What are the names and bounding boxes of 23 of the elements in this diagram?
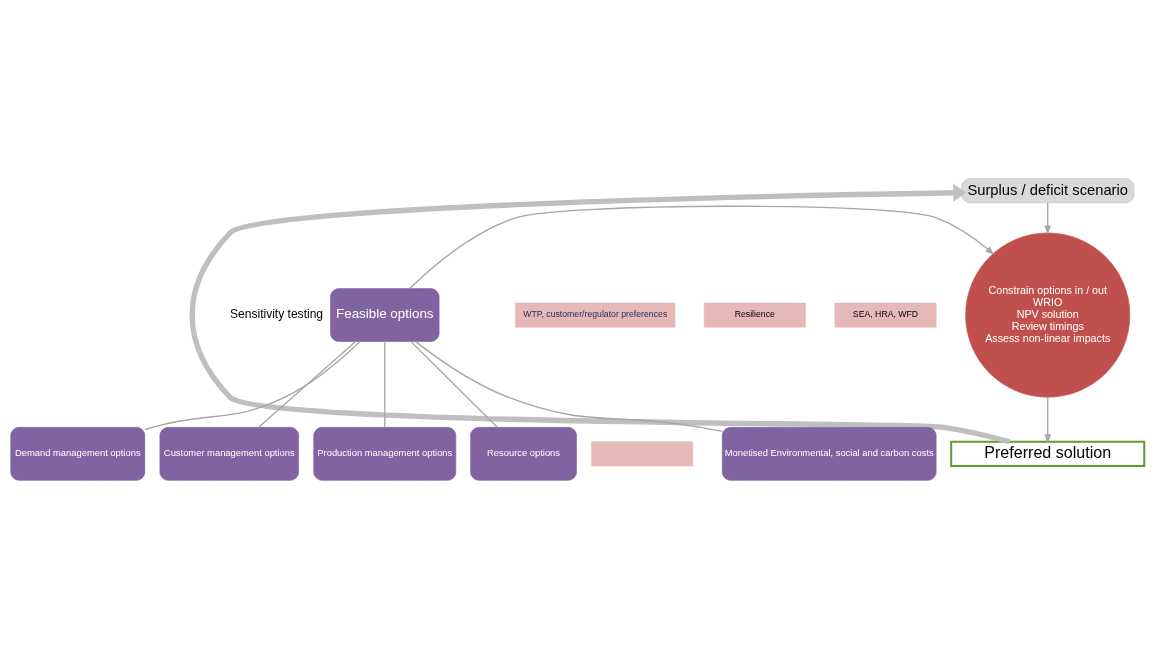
node-box: Monetised Environmental, social and carbon costs <box>721 427 937 481</box>
node-box: Demand management options <box>10 427 146 481</box>
arrow <box>1044 202 1051 235</box>
arrow <box>189 183 1011 445</box>
connector <box>144 341 361 431</box>
node-box: Preferred solution <box>950 440 1146 467</box>
connector <box>384 340 386 428</box>
node-circle: Constrain options in / out WRIO NPV solution Review timings Assess non-linear impacts <box>965 232 1131 398</box>
connector <box>415 340 723 433</box>
node-box: Production management options <box>313 427 457 481</box>
connector <box>410 340 498 428</box>
node-box: Resilience <box>703 302 806 328</box>
node-box: Surplus / deficit scenario <box>961 178 1135 204</box>
node-box: SEA, HRA, WFD <box>834 302 937 328</box>
edge-label: Sensitivity testing <box>229 307 324 322</box>
node-box: Feasible options <box>330 288 440 342</box>
node-box <box>591 441 694 467</box>
arrow <box>1044 396 1051 444</box>
arrow <box>409 205 995 290</box>
connector <box>258 340 357 428</box>
node-box: Resource options <box>470 427 577 481</box>
node-box: WTP, customer/regulator preferences <box>515 302 676 328</box>
node-box: Customer management options <box>159 427 299 481</box>
